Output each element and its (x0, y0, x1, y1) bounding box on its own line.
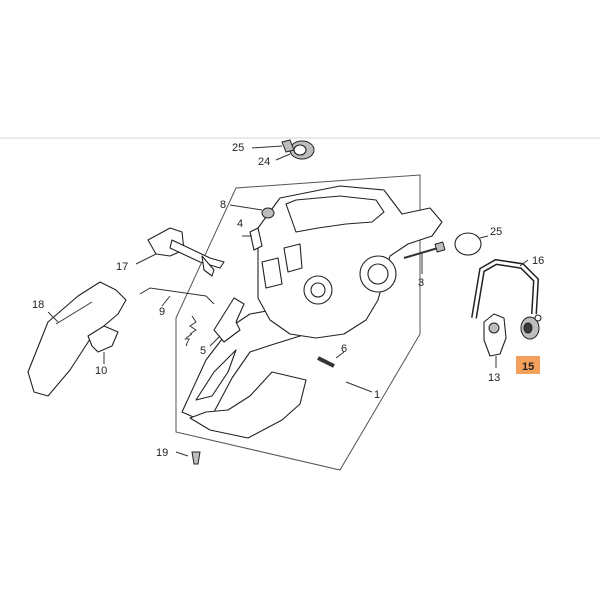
callout-1: 1 (374, 389, 380, 401)
callout-18: 18 (32, 299, 44, 311)
assembly-frame (175, 174, 421, 471)
bracket-part-10[interactable] (87, 325, 119, 364)
callout-25-right: 25 (490, 226, 502, 238)
pin-part-4[interactable] (242, 227, 263, 251)
handle-cover-part-18[interactable] (27, 281, 127, 397)
callout-24: 24 (258, 156, 270, 168)
callout-9: 9 (159, 306, 165, 318)
hose-part-16[interactable] (471, 258, 540, 319)
callout-19: 19 (156, 447, 168, 459)
callout-7: 7 (184, 337, 190, 349)
callout-8: 8 (220, 199, 226, 211)
bolt-part-3[interactable] (403, 241, 446, 274)
plug-part-25-right[interactable] (454, 232, 489, 256)
lever-part-17[interactable] (135, 227, 225, 277)
callout-16: 16 (532, 255, 544, 267)
screw-part-19[interactable] (175, 451, 201, 465)
callout-5: 5 (200, 345, 206, 357)
callout-25-top: 25 (232, 142, 244, 154)
roll-pin-part-6[interactable] (317, 351, 345, 368)
plug-part-8[interactable] (229, 204, 275, 219)
housing-part-1[interactable] (181, 185, 443, 439)
callout-15: 15 (522, 361, 534, 373)
clamp-part-13[interactable] (483, 313, 507, 368)
callout-3: 3 (418, 277, 424, 289)
callout-15-highlight: 15 (516, 356, 540, 374)
highlight-box (516, 356, 540, 374)
callout-17: 17 (116, 261, 128, 273)
spring-part-7[interactable] (185, 315, 197, 339)
trigger-part-5[interactable] (209, 297, 245, 347)
cap-part-25-top[interactable] (251, 139, 295, 153)
callout-6: 6 (341, 343, 347, 355)
grommet-part-24[interactable] (275, 140, 315, 161)
callout-10: 10 (95, 365, 107, 377)
leader-1 (345, 381, 373, 393)
rod-part-9[interactable] (139, 287, 215, 307)
callout-13: 13 (488, 372, 500, 384)
filter-part-15[interactable] (520, 314, 542, 340)
callout-4: 4 (237, 218, 243, 230)
